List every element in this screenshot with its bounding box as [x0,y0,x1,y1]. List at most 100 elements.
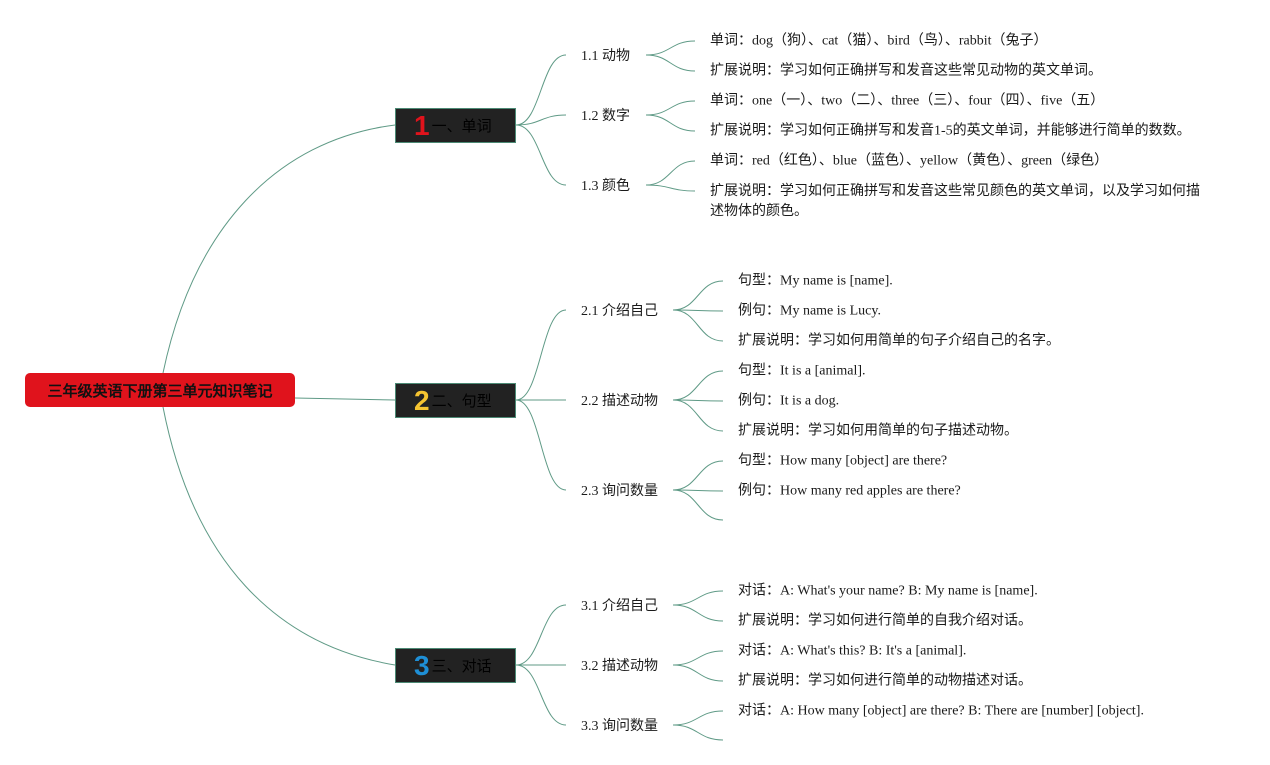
leaf-note[interactable]: 扩展说明：学习如何进行简单的自我介绍对话。 [738,611,1032,632]
leaf-note[interactable]: 对话：A: How many [object] are there? B: Th… [738,701,1144,722]
leaf-key: 对话： [738,642,780,659]
link-topic-1-2-leaf-1 [645,100,696,116]
leaf-key: 对话： [738,702,780,719]
leaf-key: 扩展说明： [738,672,808,689]
leaf-key: 单词： [710,92,752,109]
leaf-note[interactable]: 对话：A: What's this? B: It's a [animal]. [738,641,966,662]
link-topic-1-2-leaf-2 [645,114,696,132]
leaf-note[interactable]: 扩展说明：学习如何用简单的句子介绍自己的名字。 [738,331,1060,352]
link-topic-3-3-leaf-1 [672,710,724,726]
root-node[interactable]: 三年级英语下册第三单元知识笔记 [25,373,295,407]
link-branch-3-topic-1 [515,604,567,666]
branch-label: 二、句型 [431,392,492,410]
leaf-key: 扩展说明： [738,332,808,349]
topic-node[interactable]: 3.3 询问数量 [581,719,658,734]
leaf-text: 学习如何正确拼写和发音1-5的英文单词，并能够进行简单的数数。 [780,123,1191,139]
leaf-note[interactable]: 例句：How many red apples are there? [738,481,961,502]
leaf-text: dog（狗）、cat（猫）、bird（鸟）、rabbit（兔子） [752,33,1048,49]
link-topic-1-3-leaf-1 [645,160,696,186]
branch-label: 一、单词 [431,117,492,135]
leaf-key: 扩展说明： [738,422,808,439]
topic-node[interactable]: 2.2 描述动物 [581,394,658,409]
leaf-text: 学习如何用简单的句子描述动物。 [808,423,1018,439]
link-topic-3-2-leaf-2 [672,664,724,682]
leaf-text: 学习如何正确拼写和发音这些常见动物的英文单词。 [780,63,1102,79]
leaf-key: 例句： [738,302,780,319]
link-topic-2-2-leaf-1 [672,370,724,401]
leaf-key: 扩展说明： [710,62,780,79]
link-topic-2-3-leaf-2 [672,489,724,492]
link-topic-3-1-leaf-2 [672,604,724,622]
topic-node[interactable]: 1.1 动物 [581,49,630,64]
leaf-note[interactable]: 扩展说明：学习如何用简单的句子描述动物。 [738,421,1018,442]
link-topic-3-3-leaf-2 [672,724,724,741]
link-branch-2-topic-3 [515,399,567,491]
leaf-note[interactable]: 扩展说明：学习如何正确拼写和发音1-5的英文单词，并能够进行简单的数数。 [710,121,1191,142]
leaf-note[interactable]: 单词：red（红色）、blue（蓝色）、yellow（黄色）、green（绿色） [710,151,1108,172]
leaf-note[interactable]: 句型：How many [object] are there? [738,451,947,472]
leaf-text: one（一）、two（二）、three（三）、four（四）、five（五） [752,93,1105,109]
leaf-note[interactable]: 扩展说明：学习如何正确拼写和发音这些常见动物的英文单词。 [710,61,1102,82]
leaf-text: How many [object] are there? [780,453,948,469]
leaf-text: red（红色）、blue（蓝色）、yellow（黄色）、green（绿色） [752,153,1109,169]
link-branch-1-topic-3 [515,124,567,186]
link-topic-3-1-leaf-1 [672,590,724,606]
leaf-text: My name is [name]. [780,273,893,289]
link-branch-1-topic-2 [515,114,567,126]
link-branch-1-topic-1 [515,54,567,126]
leaf-text: My name is Lucy. [780,303,881,319]
topic-node[interactable]: 3.2 描述动物 [581,659,658,674]
topic-node[interactable]: 3.1 介绍自己 [581,599,658,614]
topic-node[interactable]: 2.3 询问数量 [581,484,658,499]
leaf-key: 对话： [738,582,780,599]
leaf-text: 学习如何用简单的句子介绍自己的名字。 [808,333,1060,349]
branch-label: 三、对话 [431,657,492,675]
leaf-text: A: What's your name? B: My name is [name… [780,583,1038,599]
link-branch-2-topic-1 [515,309,567,401]
leaf-key: 单词： [710,32,752,49]
leaf-key: 扩展说明： [710,122,780,139]
topic-node[interactable]: 2.1 介绍自己 [581,304,658,319]
leaf-key: 例句： [738,392,780,409]
leaf-note[interactable]: 句型：My name is [name]. [738,271,893,292]
link-topic-1-1-leaf-1 [645,40,696,56]
link-topic-1-3-leaf-2 [645,184,696,192]
link-topic-2-3-leaf-1 [672,460,724,491]
leaf-note[interactable]: 对话：A: What's your name? B: My name is [n… [738,581,1038,602]
leaf-note[interactable]: 例句：My name is Lucy. [738,301,881,322]
leaf-key: 句型： [738,272,780,289]
root-title: 三年级英语下册第三单元知识笔记 [47,381,273,400]
number-badge-icon: 3 [414,649,430,681]
leaf-note[interactable]: 扩展说明：学习如何正确拼写和发音这些常见颜色的英文单词，以及学习如何描述物体的颜… [710,181,1205,222]
link-topic-2-2-leaf-3 [672,399,724,432]
topic-node[interactable]: 1.3 颜色 [581,179,630,194]
number-badge-icon: 2 [414,384,430,416]
link-root-branch-2 [294,397,396,401]
leaf-note[interactable]: 例句：It is a dog. [738,391,839,412]
link-root-branch-3 [162,406,396,666]
leaf-text: It is a dog. [780,393,840,409]
leaf-text: A: How many [object] are there? B: There… [780,703,1144,719]
link-topic-2-2-leaf-2 [672,399,724,402]
leaf-text: It is a [animal]. [780,363,866,379]
leaf-note[interactable]: 扩展说明：学习如何进行简单的动物描述对话。 [738,671,1032,692]
leaf-text: 学习如何进行简单的动物描述对话。 [808,673,1032,689]
leaf-key: 句型： [738,452,780,469]
link-topic-2-3-leaf-3 [672,489,724,521]
topic-node[interactable]: 1.2 数字 [581,109,630,124]
leaf-note[interactable]: 句型：It is a [animal]. [738,361,866,382]
link-branch-3-topic-3 [515,664,567,726]
leaf-key: 扩展说明： [710,183,780,199]
link-topic-1-1-leaf-2 [645,54,696,72]
leaf-key: 例句： [738,482,780,499]
leaf-key: 扩展说明： [738,612,808,629]
link-topic-2-1-leaf-3 [672,309,724,342]
leaf-note[interactable]: 单词：dog（狗）、cat（猫）、bird（鸟）、rabbit（兔子） [710,31,1048,52]
leaf-key: 句型： [738,362,780,379]
link-topic-3-2-leaf-1 [672,650,724,666]
leaf-note[interactable]: 单词：one（一）、two（二）、three（三）、four（四）、five（五… [710,91,1104,112]
